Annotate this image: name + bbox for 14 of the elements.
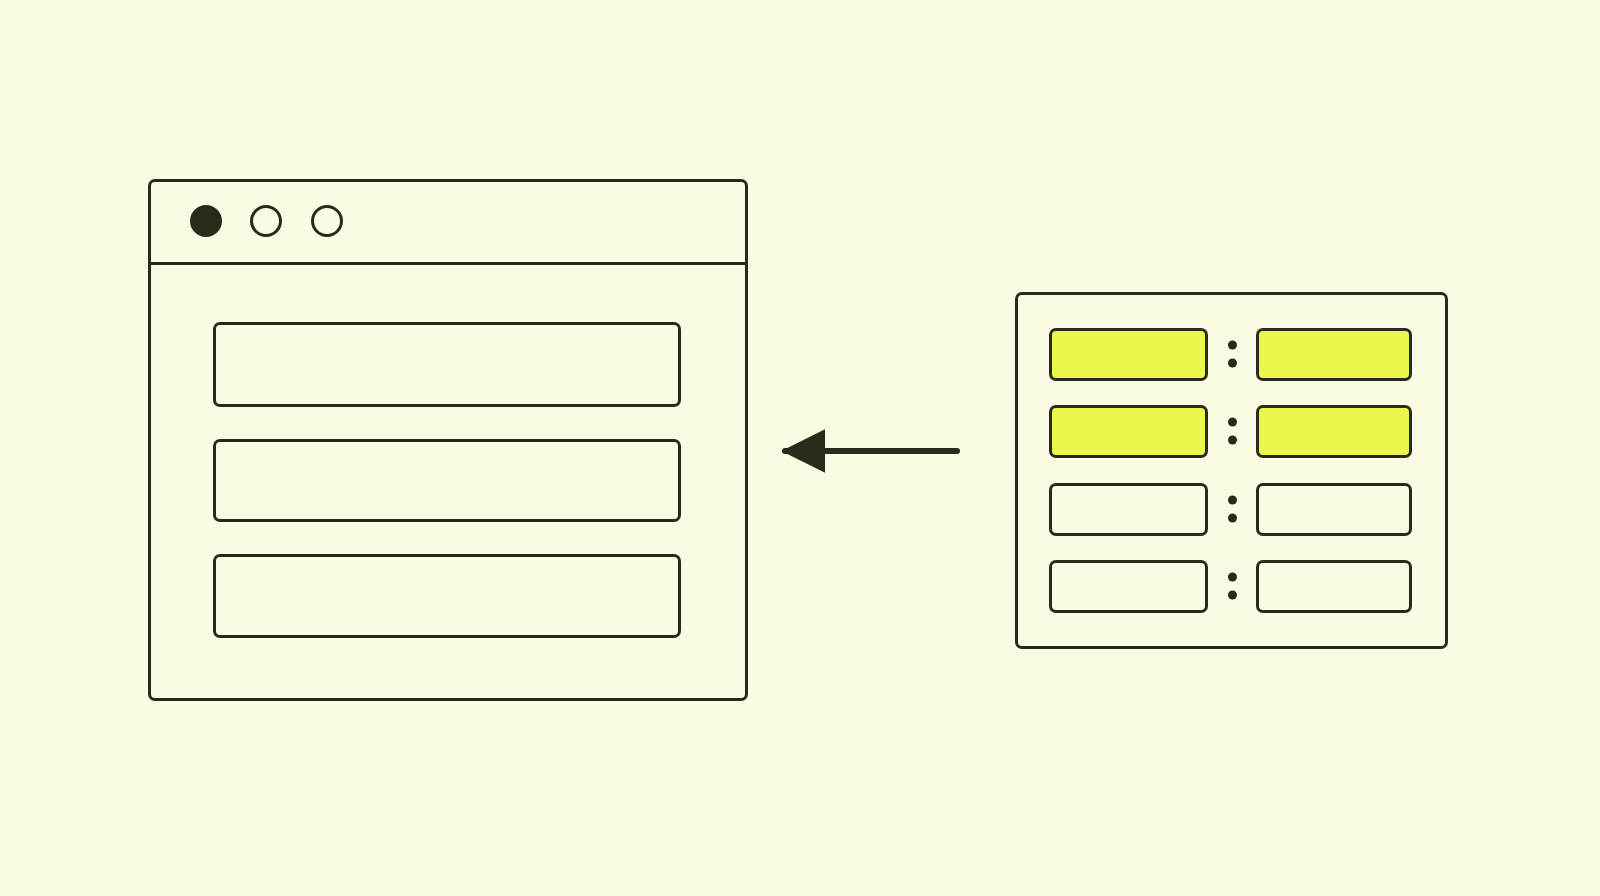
key-slot	[1049, 405, 1208, 458]
value-slot	[1256, 483, 1412, 536]
form-field	[213, 322, 681, 407]
value-slot	[1256, 405, 1412, 458]
key-slot	[1049, 560, 1208, 613]
key-slot	[1049, 483, 1208, 536]
form-field	[213, 554, 681, 638]
browser-window	[148, 179, 748, 701]
value-slot	[1256, 328, 1412, 381]
key-slot	[1049, 328, 1208, 381]
value-slot	[1256, 560, 1412, 613]
arrow	[781, 429, 960, 473]
form-field	[213, 439, 681, 522]
key-value-panel	[1015, 292, 1448, 649]
